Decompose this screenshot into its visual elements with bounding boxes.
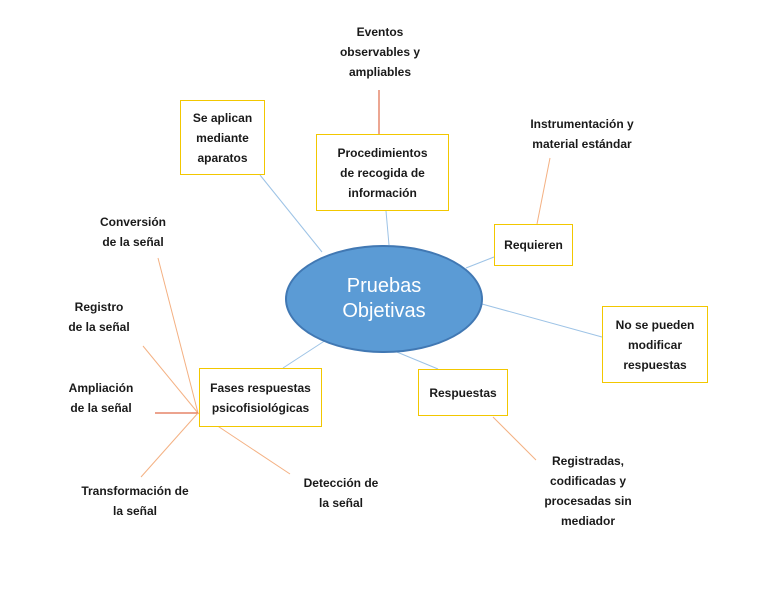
- line-fases-registro: [142, 345, 199, 414]
- line-respuestas-registradas: [492, 416, 537, 461]
- box-fases: Fases respuestas psicofisiológicas: [199, 368, 322, 427]
- line-center-requieren: [465, 256, 495, 269]
- central-title: Pruebas Objetivas: [342, 275, 426, 322]
- line-fases-transformacion: [140, 412, 199, 478]
- box-aparatos: Se aplican mediante aparatos: [180, 100, 265, 175]
- label-registro: Registro de la señal: [68, 300, 130, 334]
- line-requieren-instrumentacion: [536, 157, 551, 225]
- line-center-respuestas: [391, 349, 439, 370]
- box-requieren: Requieren: [494, 224, 573, 266]
- label-ampliacion: Ampliación de la señal: [68, 381, 134, 415]
- line-center-nomodificar: [481, 303, 603, 338]
- label-eventos: Eventos observables y ampliables: [339, 25, 421, 79]
- line-center-procedimientos: [385, 210, 390, 246]
- box-procedimientos: Procedimientos de recogida de informació…: [316, 134, 449, 211]
- label-instrumentacion: Instrumentación y material estándar: [530, 117, 634, 151]
- line-fases-conversion: [157, 257, 199, 414]
- label-deteccion: Detección de la señal: [303, 476, 379, 510]
- line-center-fases: [282, 339, 327, 369]
- box-no-modificar: No se pueden modificar respuestas: [602, 306, 708, 383]
- label-transformacion: Transformación de la señal: [81, 484, 189, 518]
- label-registradas: Registradas, codificadas y procesadas si…: [544, 454, 632, 528]
- label-conversion: Conversión de la señal: [99, 215, 166, 249]
- box-respuestas: Respuestas: [418, 369, 508, 416]
- central-ellipse: Pruebas Objetivas: [285, 245, 483, 353]
- line-center-aparatos: [259, 174, 323, 253]
